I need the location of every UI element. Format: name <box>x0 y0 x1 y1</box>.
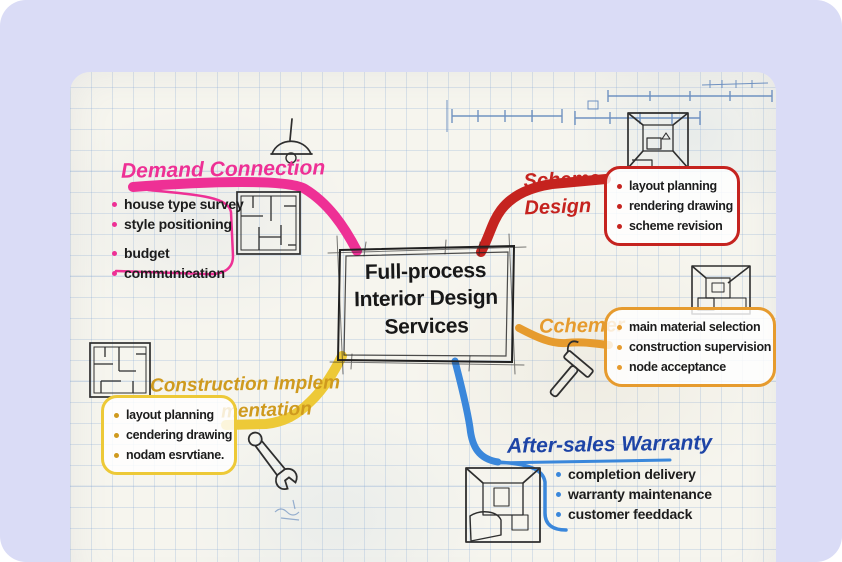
scheme-item-list: layout planning rendering drawing scheme… <box>617 176 733 236</box>
bullet-dot <box>114 452 119 458</box>
scheme-design-box: layout planning rendering drawing scheme… <box>604 166 740 246</box>
bullet-dot <box>617 203 622 209</box>
branch-label-construction-implementation: Construction Implem <box>149 372 341 397</box>
bullet-dot <box>114 432 119 438</box>
bullet-dot <box>556 511 561 517</box>
blueprint-dimensions-icon <box>446 80 773 132</box>
list-item-label: house type survey <box>124 196 244 212</box>
list-item: construction supervision <box>617 337 771 357</box>
aftersales-bracket <box>496 460 568 532</box>
branch-label-demand-connection: Demand Connection <box>120 156 326 183</box>
bullet-dot <box>617 183 622 189</box>
floor-plan-icon <box>236 191 301 255</box>
demand-item-list: house type survey style positioning budg… <box>112 194 244 283</box>
list-item: scheme revision <box>617 216 731 236</box>
list-item-label: scheme revision <box>629 219 723 233</box>
list-item-label: node acceptance <box>629 360 726 374</box>
aftersales-item-list: completion delivery warranty maintenance… <box>556 464 712 524</box>
bullet-dot <box>617 344 622 350</box>
materials-box: main material selection construction sup… <box>604 307 776 387</box>
bullet-dot <box>617 364 622 370</box>
aftersales-link <box>451 357 502 466</box>
central-topic-line: Services <box>384 313 469 339</box>
central-topic: Full-process Interior Design Services <box>335 256 516 341</box>
hammer-icon <box>549 340 594 398</box>
list-item: house type survey <box>112 194 244 214</box>
list-item: customer feeddack <box>556 504 712 524</box>
list-item-label: nodam esrvtiane. <box>126 448 225 462</box>
branch-label-line: Scheme <box>523 167 601 193</box>
bullet-dot <box>556 491 561 497</box>
list-item: layout planning <box>617 176 731 196</box>
list-item: rendering drawing <box>617 196 733 216</box>
pendant-lamp-icon <box>270 118 313 164</box>
list-item-label: budget <box>124 245 170 261</box>
central-topic-line: Full-process <box>364 258 487 285</box>
list-item: node acceptance <box>617 357 767 377</box>
room-interior-icon <box>465 467 541 543</box>
central-frame-overshoots <box>327 233 527 375</box>
bullet-dot <box>112 201 117 207</box>
list-item-label: completion delivery <box>568 466 696 482</box>
branch-label-scheme-design: Scheme Design <box>523 166 602 223</box>
list-item: style positioning <box>112 214 244 234</box>
branch-label-line: Design <box>524 195 592 220</box>
list-item: layout planning <box>114 405 228 425</box>
list-item: main material selection <box>617 317 767 337</box>
list-item-label: customer feeddack <box>568 506 693 522</box>
list-item: budget <box>112 243 244 263</box>
bullet-dot <box>114 412 119 418</box>
list-item: nodam esrvtiane. <box>114 445 228 465</box>
list-item-label: layout planning <box>629 179 717 193</box>
list-item-label: layout planning <box>126 408 214 422</box>
list-item-label: communication <box>124 265 225 281</box>
list-item-label: main material selection <box>629 320 761 334</box>
list-item: cendering drawing <box>114 425 232 445</box>
materials-item-list: main material selection construction sup… <box>617 317 771 377</box>
list-item-label: construction supervision <box>629 340 772 354</box>
wrench-icon <box>247 431 298 491</box>
bullet-dot <box>617 223 622 229</box>
construction-item-list: layout planning cendering drawing nodam … <box>114 405 232 465</box>
scheme-link <box>476 174 611 257</box>
bullet-dot <box>112 250 117 256</box>
list-item: completion delivery <box>556 464 712 484</box>
list-item-label: rendering drawing <box>629 199 733 213</box>
branch-label-after-sales-warranty: After-sales Warranty <box>506 431 713 458</box>
central-frame-outer <box>336 244 516 364</box>
demand-bracket <box>114 188 235 276</box>
list-item: communication <box>112 263 244 283</box>
list-item-label: warranty maintenance <box>568 486 712 502</box>
bullet-dot <box>556 471 561 477</box>
list-item-label: cendering drawing <box>126 428 233 442</box>
central-frame-inner <box>343 251 509 357</box>
blue-scribble-icon <box>274 499 300 521</box>
list-item-label: style positioning <box>124 216 232 232</box>
list-item: warranty maintenance <box>556 484 712 504</box>
aftersales-underline <box>494 458 672 465</box>
construction-link <box>221 351 347 430</box>
construction-box: layout planning cendering drawing nodam … <box>101 395 237 475</box>
bullet-dot <box>112 270 117 276</box>
materials-link <box>515 324 613 349</box>
bullet-dot <box>617 324 622 330</box>
demand-link <box>128 177 362 256</box>
central-topic-line: Interior Design <box>353 286 499 312</box>
bullet-dot <box>112 221 117 227</box>
